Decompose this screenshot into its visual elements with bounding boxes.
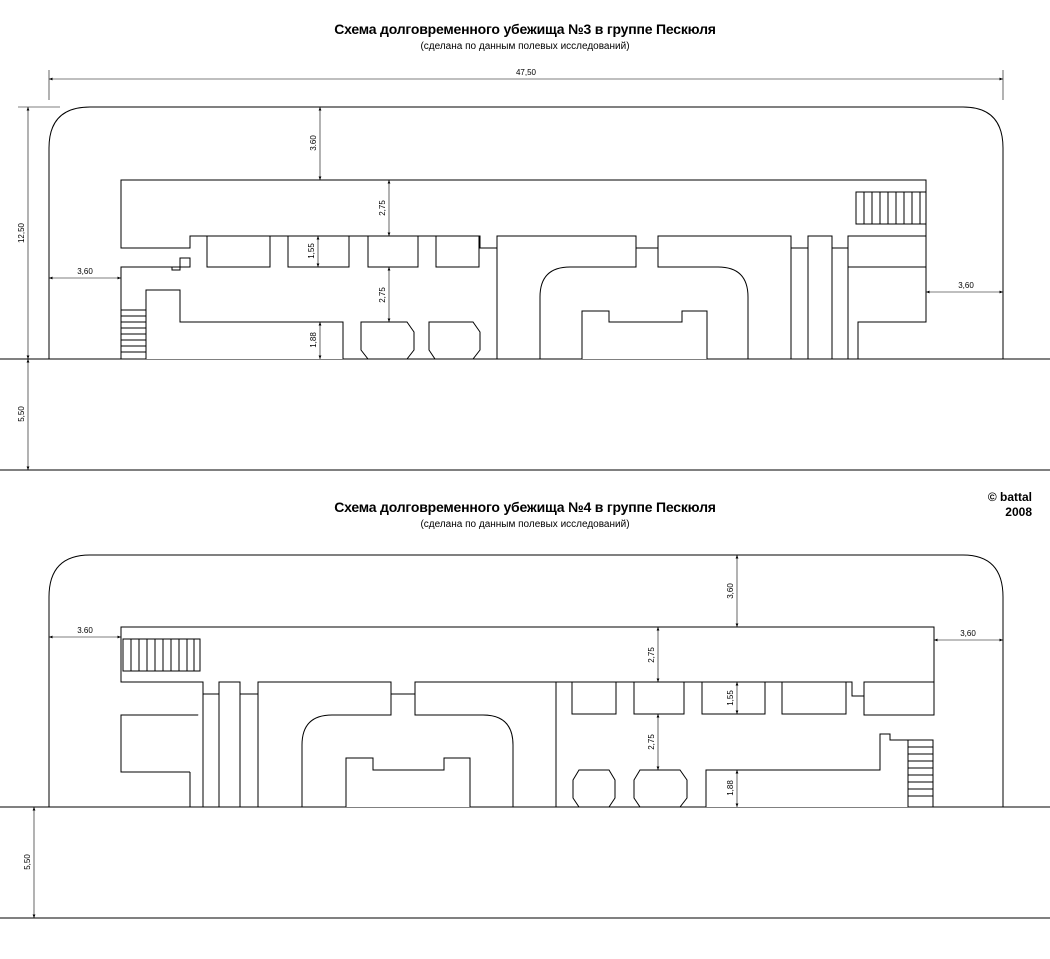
shelter3-hall-left-pier — [496, 235, 637, 360]
shelter4-right-gallery — [705, 733, 909, 807]
shelter3-label-corridor: 2,75 — [378, 200, 387, 216]
shelter4-room-2 — [633, 681, 685, 715]
shelter4-envelope — [48, 554, 1004, 807]
shelter4-cell-1 — [572, 769, 616, 808]
shelter3-cell-2 — [428, 321, 481, 360]
shelter3-label-height: 12,50 — [17, 222, 26, 243]
shelter4-left-cell — [189, 682, 204, 808]
shelter4-room-3 — [701, 681, 766, 715]
shelter4-label-below: 5,50 — [23, 854, 32, 870]
copyright: © battal 2008 — [988, 490, 1032, 520]
shelter4-label-corridor: 2,75 — [647, 647, 656, 663]
shelter3-subtitle: (сделана по данным полевых исследований) — [420, 41, 630, 52]
shelter3-label-left: 3,60 — [77, 267, 93, 276]
shelter3-plan: 47,50 12,50 3,60 3,60 3.60 2,75 1,55 2,7… — [0, 68, 1050, 471]
shelter3-title: Схема долговременного убежища №3 в групп… — [334, 21, 716, 37]
shelter3-label-cell: 1,88 — [309, 332, 318, 348]
shelter3-left-wing — [120, 257, 191, 359]
shelter3-left-gallery — [145, 289, 344, 359]
shelter3-pier-right — [807, 235, 833, 360]
shelter4-plan: 3.60 3,60 3,60 2,75 1,55 2,75 1,88 5,50 — [0, 554, 1050, 919]
shelter4-subtitle: (сделана по данным полевых исследований) — [420, 519, 630, 530]
shelter3-right-wing — [847, 235, 927, 360]
shelter4-label-right: 3,60 — [960, 629, 976, 638]
shelter3-hall-right-pier — [657, 235, 792, 360]
shelter4-label-cell: 1,88 — [726, 780, 735, 796]
copyright-author: © battal — [987, 490, 1032, 504]
shelter3-stair-treads-left — [121, 315, 146, 353]
shelter4-hall-right-pier — [414, 681, 557, 808]
copyright-year: 2008 — [1005, 505, 1032, 519]
shelter4-right-wing — [863, 681, 935, 716]
shelter3-stairs-right — [855, 191, 927, 225]
shelter4-cell-2 — [633, 769, 688, 808]
shelter4-hall-inner-room — [345, 757, 471, 807]
shelter4-stairs-left — [122, 638, 201, 672]
shelter3-label-right: 3,60 — [958, 281, 974, 290]
shelter4-left-wing — [120, 714, 204, 773]
shelter3-room-1 — [206, 235, 271, 268]
shelter4-label-top: 3,60 — [726, 583, 735, 599]
shelter3-label-lower-corridor: 2,75 — [378, 287, 387, 303]
shelter4-title: Схема долговременного убежища №4 в групп… — [334, 499, 716, 515]
shelter4-label-room: 1,55 — [726, 690, 735, 706]
shelter3-label-room: 1,55 — [307, 243, 316, 259]
shelter3-stair-treads-right — [863, 192, 921, 224]
shelter3-room-3 — [367, 235, 419, 268]
shelter4-label-left: 3.60 — [77, 626, 93, 635]
shelter3-label-top: 3.60 — [309, 135, 318, 151]
shelter3-room-2 — [287, 235, 350, 268]
shelter3-hall-inner-room — [581, 310, 708, 359]
shelter4-label-lower-corridor: 2,75 — [647, 734, 656, 750]
shelter4-stair-treads-left — [130, 639, 195, 671]
shelter3-room-4 — [435, 235, 480, 268]
shelter4-hall-left-pier — [257, 681, 392, 808]
shelter4-stair-treads-right — [908, 746, 933, 797]
shelter3-label-below: 5,50 — [17, 406, 26, 422]
shelter4-room-4 — [781, 681, 847, 715]
shelter4-pier-left — [218, 681, 241, 808]
shelter3-label-total: 47,50 — [516, 68, 537, 77]
shelter4-stairs-right — [907, 739, 934, 808]
shelter4-room-1 — [571, 681, 617, 715]
shelter3-cell-1 — [360, 321, 415, 360]
shelter3-envelope — [48, 106, 1004, 359]
